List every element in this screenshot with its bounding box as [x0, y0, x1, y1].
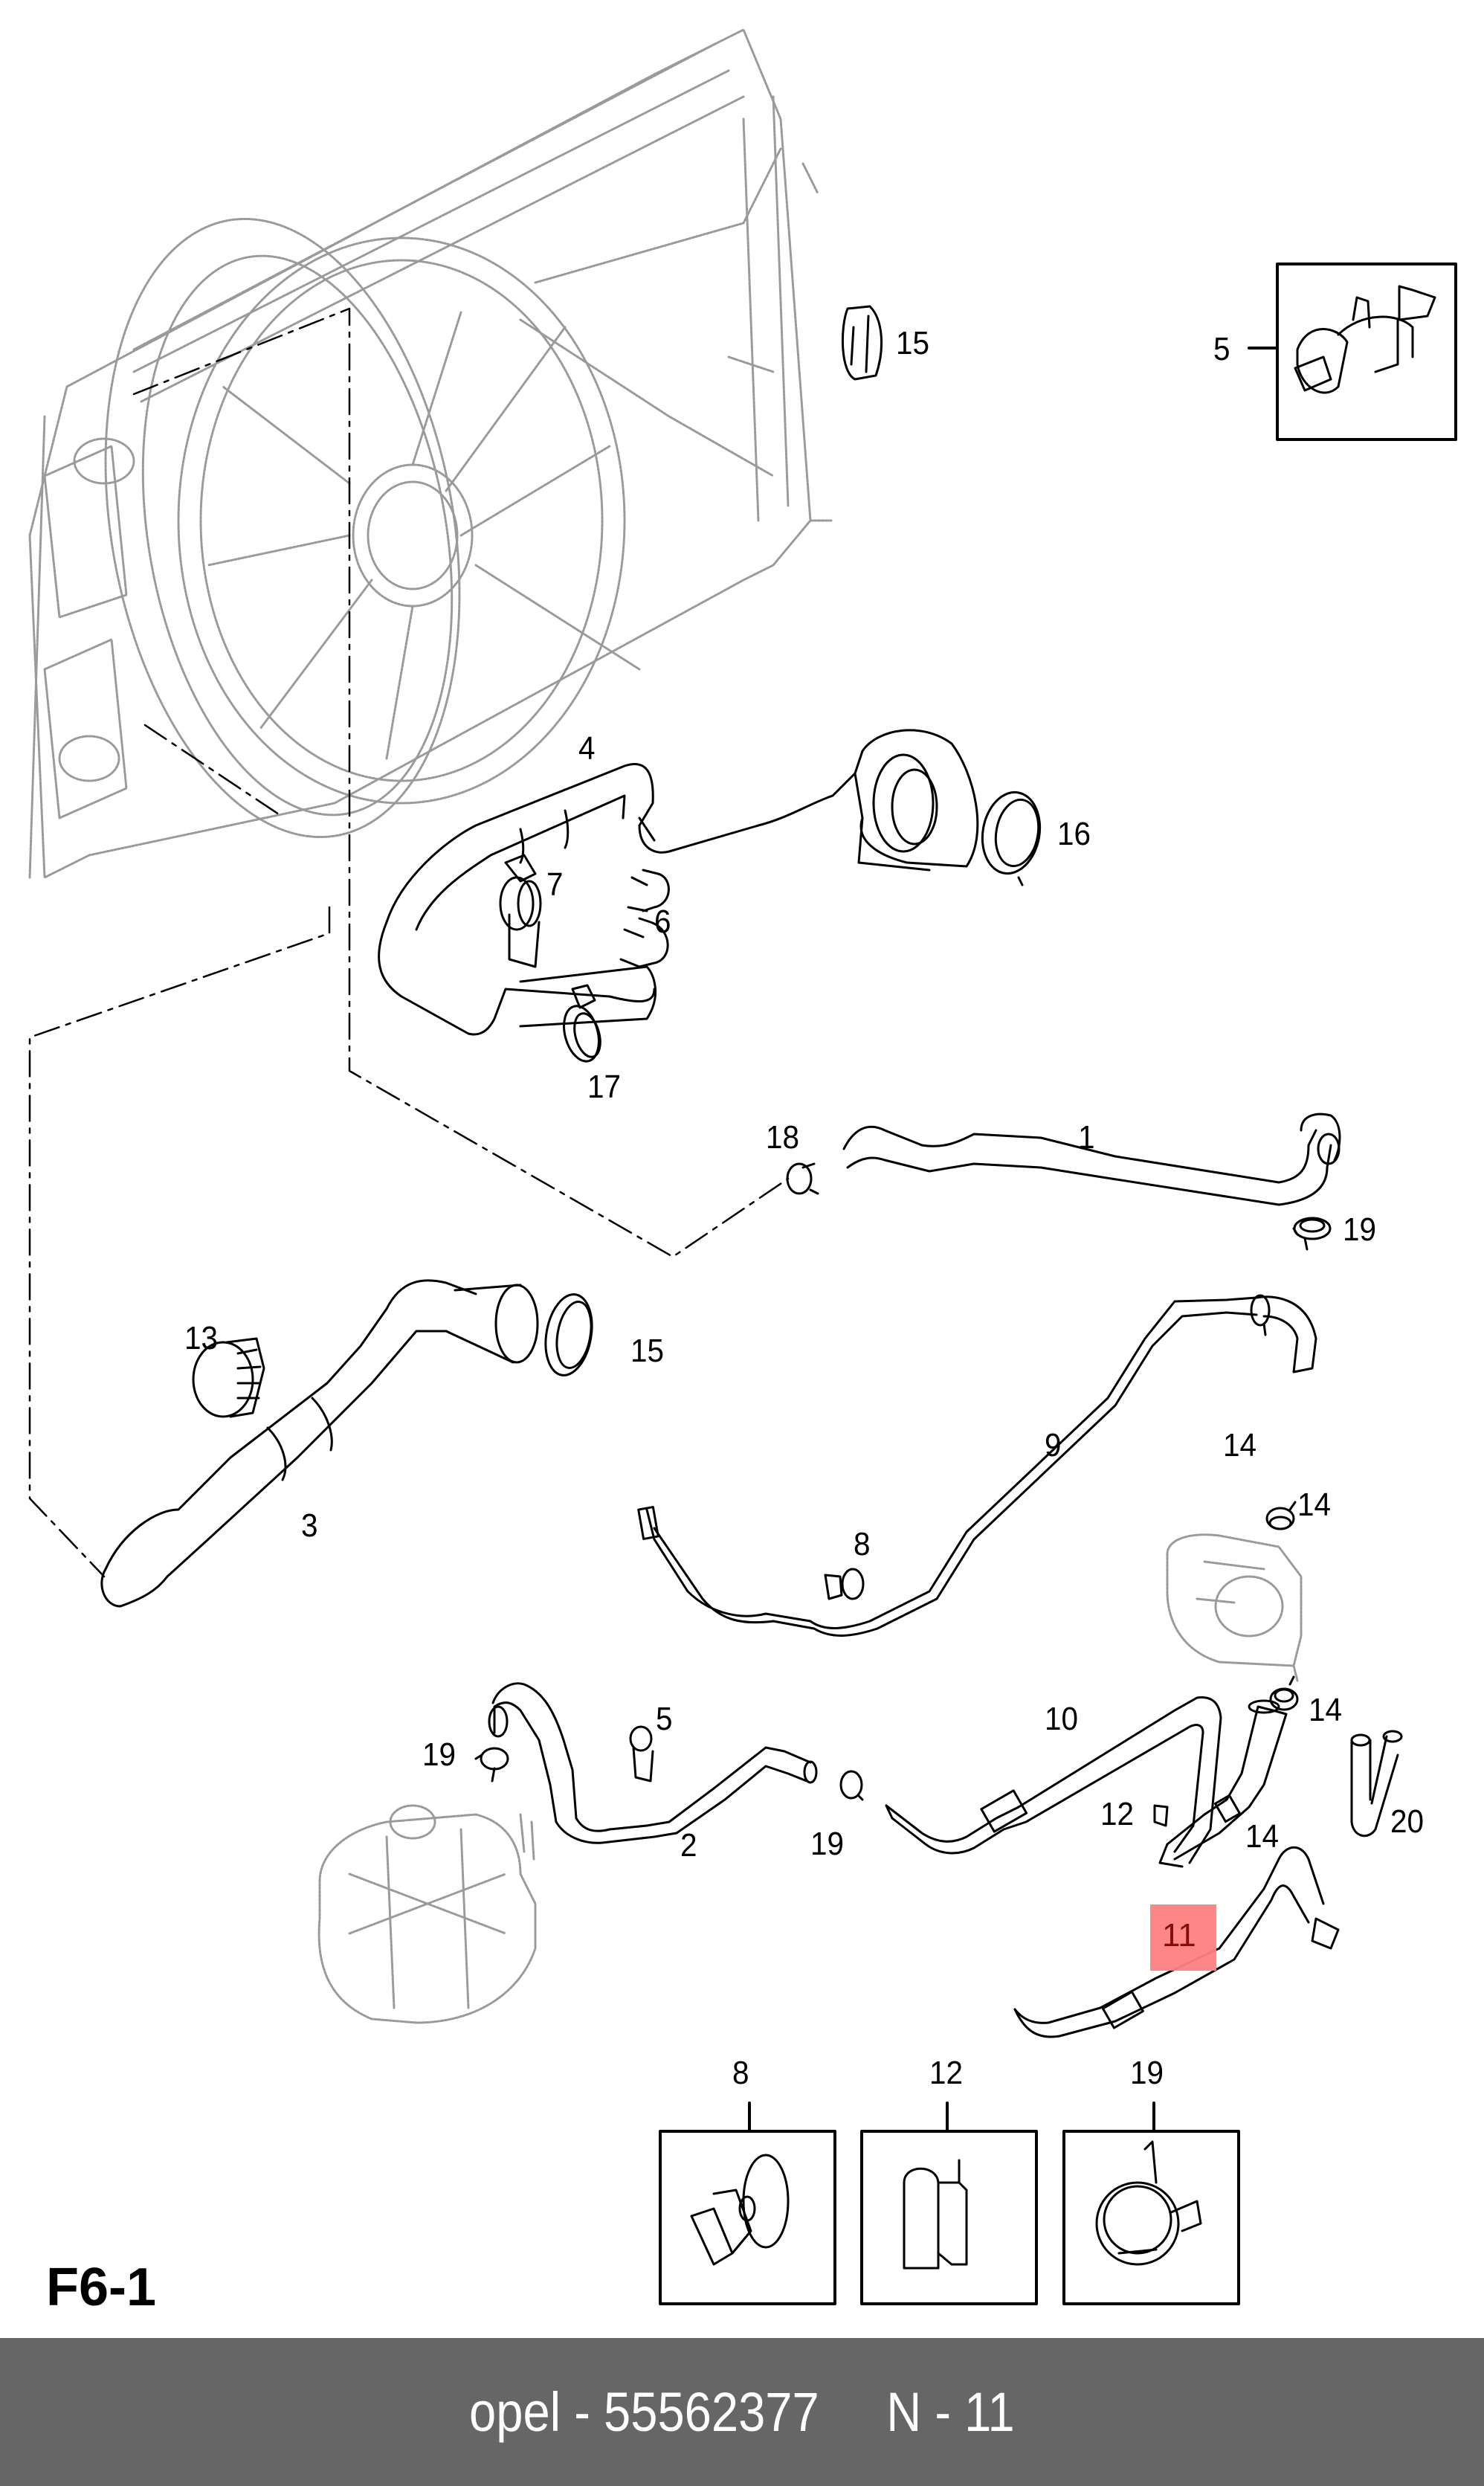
callout-9: 9	[1045, 1427, 1062, 1463]
radiator-fan-assembly	[28, 28, 834, 879]
hose-3	[100, 1279, 539, 1608]
callout-7: 7	[546, 866, 564, 903]
inset-5-top	[1248, 263, 1457, 441]
inset-8	[659, 2102, 836, 2305]
callout-12: 12	[929, 2055, 964, 2091]
callout-15: 15	[630, 1333, 665, 1369]
callout-18: 18	[766, 1119, 800, 1156]
callout-19: 19	[1343, 1211, 1377, 1248]
highlight-label: 11	[1162, 1917, 1196, 1954]
hose-14	[1166, 1699, 1288, 1861]
throttle-body	[1166, 1533, 1303, 1682]
clip-8-small	[824, 1568, 865, 1600]
callout-14: 14	[1223, 1427, 1257, 1463]
clamp-17	[563, 984, 601, 1063]
callout-20: 20	[1390, 1803, 1425, 1840]
clip-7	[499, 854, 542, 968]
clamp-19-hose1	[1292, 1217, 1332, 1251]
callout-19: 19	[1130, 2055, 1164, 2091]
callout-14: 14	[1297, 1487, 1332, 1523]
clamp-19-b	[474, 1747, 509, 1783]
hose-2	[488, 1682, 818, 1844]
callout-8: 8	[854, 1526, 871, 1562]
page-code: F6-1	[46, 2258, 157, 2317]
callout-8: 8	[732, 2055, 749, 2091]
callout-15: 15	[896, 325, 930, 361]
inset-12	[860, 2102, 1038, 2305]
callout-5: 5	[656, 1701, 673, 1737]
callout-10: 10	[1045, 1701, 1079, 1737]
clamp-14-b	[1265, 1501, 1297, 1530]
callout-12: 12	[1100, 1796, 1135, 1832]
callout-3: 3	[301, 1507, 318, 1544]
clamp-19-c	[839, 1770, 864, 1801]
clamp-14-c	[1269, 1675, 1299, 1711]
hose-10	[885, 1696, 1222, 1868]
clamp-15-mid	[544, 1293, 593, 1376]
coolant-reservoir	[317, 1804, 537, 2024]
callout-6: 6	[654, 904, 671, 940]
leader-lines	[28, 307, 790, 1578]
hose-9	[637, 1295, 1317, 1637]
clamp-16	[981, 790, 1042, 886]
clamp-14-a	[1250, 1294, 1271, 1336]
clip-12-small	[1153, 1804, 1169, 1827]
callout-14: 14	[1309, 1692, 1343, 1728]
highlight-part-11[interactable]: 11	[1150, 1904, 1216, 1971]
callout-19: 19	[810, 1826, 845, 1862]
clip-5-small	[629, 1725, 654, 1783]
callout-19: 19	[422, 1736, 457, 1773]
parts-diagram	[28, 28, 1457, 2305]
clamp-18	[786, 1162, 819, 1195]
inset-19	[1062, 2102, 1240, 2305]
callout-14: 14	[1245, 1818, 1280, 1855]
callout-5: 5	[1213, 331, 1230, 367]
hose-4	[378, 729, 979, 1036]
callout-2: 2	[680, 1827, 697, 1864]
clip-6	[619, 869, 670, 968]
callout-16: 16	[1057, 816, 1091, 852]
clamp-13	[192, 1337, 265, 1418]
hose-11	[1013, 1846, 1340, 2038]
callout-17: 17	[587, 1069, 622, 1105]
hose-20	[1350, 1730, 1403, 1838]
hose-1	[842, 1112, 1341, 1206]
callout-1: 1	[1078, 1119, 1095, 1156]
callout-4: 4	[578, 730, 596, 767]
footer-text: opel - 55562377 N - 11	[469, 2381, 1015, 2443]
footer-bar: opel - 55562377 N - 11	[0, 2338, 1484, 2486]
callout-13: 13	[184, 1320, 219, 1356]
clamp-15-top	[842, 305, 883, 381]
